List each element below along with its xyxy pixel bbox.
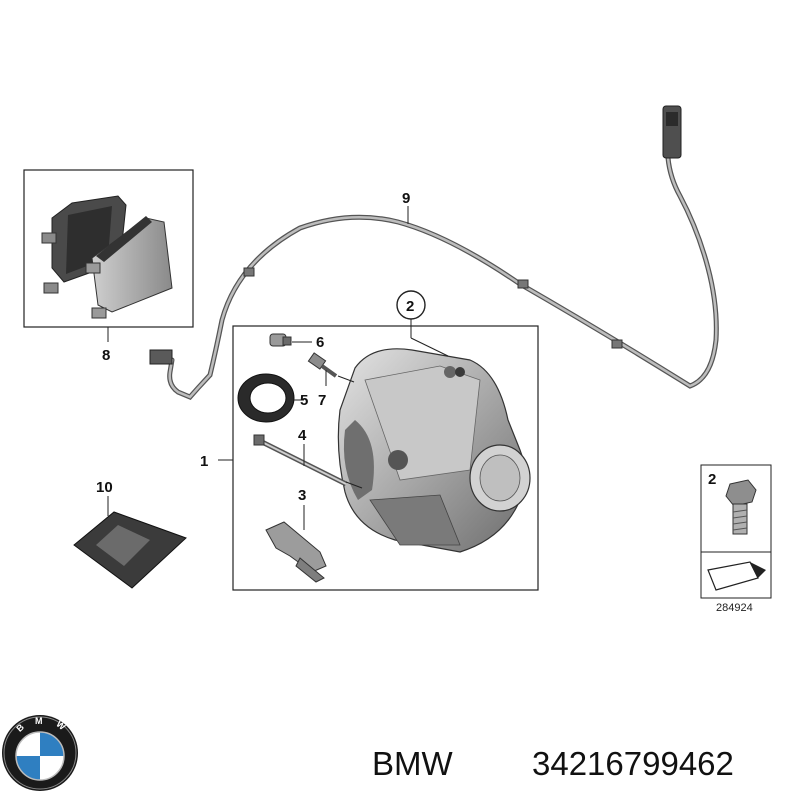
callout-3: 3 [298,487,306,504]
callout-5: 5 [300,392,308,409]
callout-4: 4 [298,427,307,444]
callout-7: 7 [318,392,326,409]
callout-6: 6 [316,334,324,351]
callout-8: 8 [102,347,110,364]
inset-callout-2: 2 [708,471,716,488]
logo-letter-m: M [35,716,43,726]
callout-9: 9 [402,190,410,207]
brake-caliper-icon [337,348,531,553]
spring-clip-icon [265,521,327,583]
hex-bolt-icon [725,479,757,535]
bmw-logo-icon: B M W [2,715,78,791]
brand-name: BMW [372,745,454,782]
guide-pin-icon [253,434,348,487]
bleeder-screw-icon [307,352,338,378]
caliper-frame [232,325,539,591]
bolt-inset-frame [700,464,772,599]
callout-2: 2 [406,298,414,315]
bolt-inset-group[interactable]: 2 284924 [700,464,772,614]
caliper-assembly-group[interactable]: 1 2 6 7 [200,290,539,591]
seal-ring-icon [237,373,295,423]
logo-letter-b: B [14,722,26,734]
brake-pad-group[interactable]: 8 [23,169,194,364]
wear-sensor-cable-group[interactable]: 9 [149,105,719,400]
bleeder-cap-icon [269,333,292,347]
arrow-symbol-icon [707,561,766,591]
grease-packet-icon [73,511,187,589]
callout-1: 1 [200,453,208,470]
reference-number: 284924 [716,602,753,614]
part-number: 34216799462 [532,745,734,782]
wear-sensor-cable-icon [149,105,719,400]
brake-pad-set-icon [41,195,173,319]
grease-packet-group[interactable]: 10 [73,479,187,589]
callout-10: 10 [96,479,113,496]
